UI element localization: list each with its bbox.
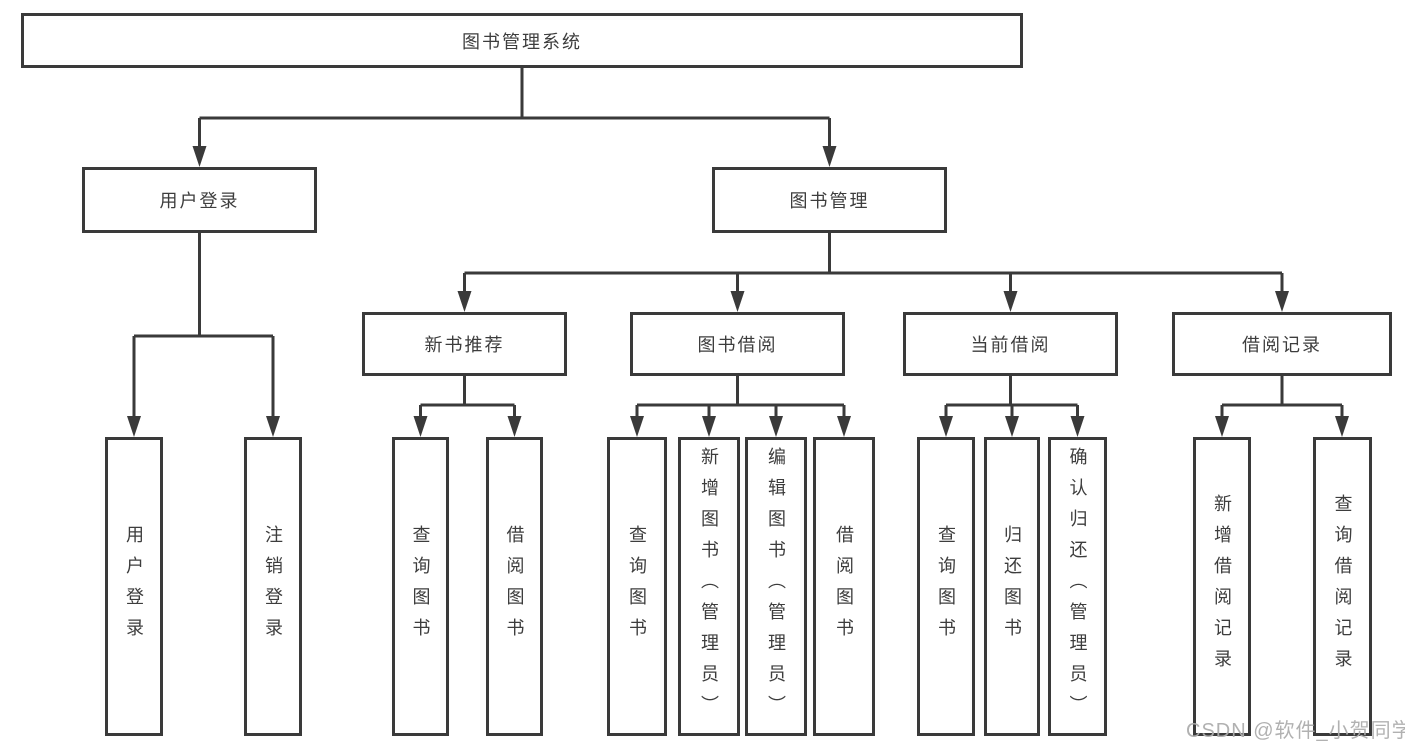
node-label: 图书管理系统	[462, 31, 582, 52]
leaf-label: 查询图书	[627, 524, 647, 649]
leaf-logout: 注销登录	[244, 437, 302, 736]
node-new-book-recommend: 新书推荐	[362, 312, 567, 376]
leaf-add-borrow-record: 新增借阅记录	[1193, 437, 1251, 736]
node-borrowing-records: 借阅记录	[1172, 312, 1392, 376]
leaf-return-books: 归还图书	[984, 437, 1040, 736]
leaf-label: 借阅图书	[504, 524, 525, 649]
node-label: 当前借阅	[970, 335, 1051, 355]
leaf-query-books-recommend: 查询图书	[392, 437, 449, 736]
leaf-user-login: 用户登录	[105, 437, 163, 736]
node-label: 新书推荐	[424, 335, 505, 355]
node-label: 图书借阅	[697, 335, 778, 355]
leaf-label: 新增借阅记录	[1212, 493, 1232, 680]
leaf-label: 查询图书	[410, 524, 431, 649]
leaf-label: 查询图书	[936, 524, 956, 649]
node-user-login: 用户登录	[82, 167, 317, 233]
csdn-watermark: CSDN @软件_小贺同学	[1186, 720, 1405, 742]
leaf-label: 借阅图书	[834, 524, 854, 649]
leaf-label: 确认归还（管理员）	[1067, 447, 1088, 726]
leaf-query-borrow-record: 查询借阅记录	[1313, 437, 1372, 736]
node-book-management: 图书管理	[712, 167, 947, 233]
leaf-confirm-return-admin: 确认归还（管理员）	[1048, 437, 1107, 736]
leaf-add-book-admin: 新增图书（管理员）	[678, 437, 740, 736]
node-label: 图书管理	[789, 191, 870, 211]
leaf-borrow-books-recommend: 借阅图书	[486, 437, 543, 736]
leaf-label: 编辑图书（管理员）	[766, 447, 786, 726]
leaf-borrow-books: 借阅图书	[813, 437, 875, 736]
node-book-borrowing: 图书借阅	[630, 312, 845, 376]
leaf-edit-book-admin: 编辑图书（管理员）	[745, 437, 807, 736]
leaf-query-books-current: 查询图书	[917, 437, 975, 736]
leaf-label: 查询借阅记录	[1332, 493, 1353, 680]
leaf-query-books-borrow: 查询图书	[607, 437, 667, 736]
leaf-label: 注销登录	[263, 524, 283, 649]
leaf-label: 新增图书（管理员）	[699, 447, 719, 726]
leaf-label: 用户登录	[124, 524, 144, 649]
node-current-borrowing: 当前借阅	[903, 312, 1118, 376]
node-label: 用户登录	[159, 191, 240, 211]
node-label: 借阅记录	[1242, 335, 1322, 355]
leaf-label: 归还图书	[1002, 524, 1022, 649]
node-library-system: 图书管理系统	[21, 13, 1023, 68]
